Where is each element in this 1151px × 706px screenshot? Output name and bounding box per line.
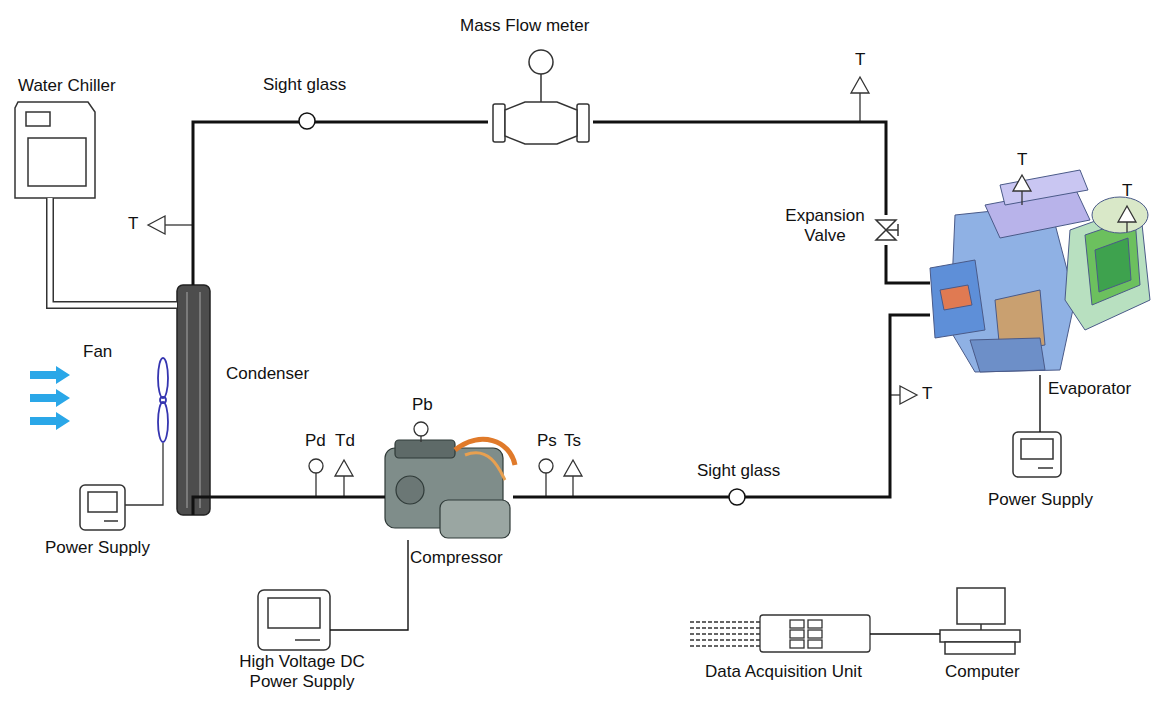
connector-line (513, 315, 930, 497)
condenser-core (177, 285, 210, 515)
sensor-label: Pb (412, 395, 433, 415)
connector-line (593, 122, 886, 215)
refrigerant-pipe (886, 245, 930, 283)
refrigerant-pipe (193, 497, 385, 515)
expansion-valve-label: Expansion Valve (780, 206, 870, 247)
mass-flow-meter-icon (493, 50, 589, 144)
power-supply-label: Power Supply (45, 538, 150, 558)
power-wire (870, 634, 940, 635)
daq-unit-icon (760, 615, 870, 652)
sensor-label: Td (335, 431, 355, 451)
sight-glass-label: Sight glass (263, 75, 346, 95)
refrigerant-pipe (593, 122, 886, 215)
connector-line (193, 122, 488, 285)
data-acquisition-unit-label: Data Acquisition Unit (705, 662, 862, 682)
compressor-node: Compressor (385, 440, 513, 540)
pressure-sensors (309, 422, 553, 497)
water-chiller-label: Water Chiller (18, 76, 116, 96)
sensor-label: Pd (305, 431, 326, 451)
condenser-node: Condenser (177, 285, 210, 515)
connector-line (330, 540, 408, 630)
sensor-label: T (922, 384, 932, 404)
sensor-label: Ts (564, 431, 581, 451)
power-wire (1040, 375, 1041, 432)
sensor-label: T (128, 214, 138, 234)
mass-flow-meter-node: Mass Flow meter (488, 45, 593, 145)
connector-line (193, 497, 385, 515)
connector-line (870, 633, 940, 634)
water-chiller-node: Water Chiller (15, 100, 95, 198)
sensor-label: T (1017, 150, 1027, 170)
fan-label: Fan (83, 342, 112, 362)
connector-line (886, 245, 930, 283)
condenser-label: Condenser (226, 364, 309, 384)
sight-glass-symbol (299, 113, 315, 129)
power-supply-icon (1013, 432, 1061, 477)
temperature-sensors (148, 77, 1136, 497)
evaporator-module (930, 170, 1150, 372)
computer-node: Computer (940, 588, 1020, 654)
power-supply-node: Power Supply (80, 485, 125, 530)
daq-wires (690, 622, 760, 646)
refrigerant-pipe (193, 122, 488, 285)
evaporator-label: Evaporator (1048, 379, 1131, 399)
sensor-label: T (855, 50, 865, 70)
sensor-label: T (1122, 181, 1132, 201)
fan-wire (125, 443, 163, 505)
hv-power-supply-icon (258, 590, 330, 650)
compressor-icon (385, 439, 515, 538)
power-supply-label: Power Supply (988, 490, 1093, 510)
connector-line (50, 198, 177, 305)
power-wire (330, 540, 408, 630)
sight-glass-label: Sight glass (697, 461, 780, 481)
sight-glass-symbol (729, 489, 745, 505)
evaporator-node: Evaporator (930, 150, 1150, 375)
computer-label: Computer (945, 662, 1020, 682)
power-supply-icon (80, 485, 125, 530)
data-acquisition-unit-node: Data Acquisition Unit (760, 615, 870, 652)
hv-dc-power-supply-label: High Voltage DC Power Supply (228, 652, 376, 693)
sensor-label: Ps (537, 431, 557, 451)
connector-line (50, 198, 177, 305)
computer-icon (940, 588, 1020, 654)
hv-dc-power-supply-node: High Voltage DC Power Supply (258, 590, 330, 650)
expansion-valve-node: Expansion Valve (872, 215, 900, 245)
mass-flow-meter-label: Mass Flow meter (460, 16, 589, 36)
power-supply-node: Power Supply (1013, 432, 1061, 477)
fan-symbol (158, 358, 168, 442)
expansion-valve-symbol (876, 220, 898, 240)
water-line (50, 198, 177, 305)
water-chiller-icon (15, 102, 95, 198)
connector-line (1039, 375, 1040, 432)
compressor-label: Compressor (410, 548, 503, 568)
refrigerant-pipe (513, 315, 930, 497)
air-flow-arrows (30, 366, 70, 430)
